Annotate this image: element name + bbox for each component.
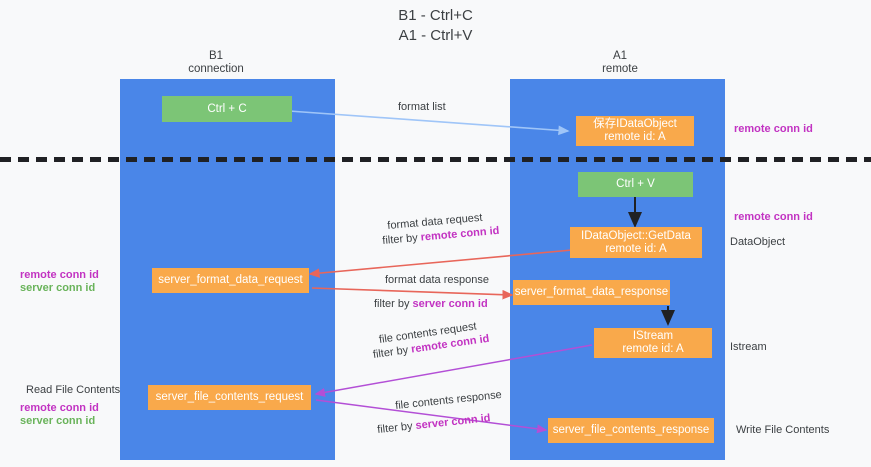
side-label-left-server-conn-id: server conn id: [20, 282, 96, 294]
node-dataobject-remote[interactable]: 保存IDataObject remote id: A: [576, 116, 694, 146]
edge-label-fmt-res-prefix: filter by: [374, 298, 413, 310]
lane-header-b1-bottom: connection: [188, 63, 244, 75]
node-ctrl-v-label: Ctrl + V: [616, 178, 655, 190]
title-line-2: A1 - Ctrl+V: [398, 27, 473, 44]
edge-label-fmt-req-prefix: filter by: [381, 231, 422, 248]
node-server-format-data-response[interactable]: server_format_data_response: [513, 280, 670, 305]
node-server-file-contents-request[interactable]: server_file_contents_request: [148, 385, 311, 410]
side-label-left-remote-conn-id: remote conn id: [20, 269, 99, 281]
edge-label-file-contents-response-line2: filter by server conn id: [377, 412, 491, 437]
node-getdata[interactable]: IDataObject::GetData remote id: A: [570, 227, 702, 258]
side-label-left-remote-conn-id-2: remote conn id: [20, 402, 99, 414]
node-server-format-data-response-label: server_format_data_response: [514, 286, 669, 298]
lane-header-a1-bottom: remote: [602, 63, 638, 75]
node-istream[interactable]: IStream remote id: A: [594, 328, 712, 358]
node-getdata-line1: IDataObject::GetData: [581, 229, 691, 242]
side-label-remote-conn-id-top: remote conn id: [734, 123, 813, 135]
node-istream-line2: remote id: A: [622, 343, 684, 355]
title-line-1: B1 - Ctrl+C: [398, 7, 473, 24]
node-ctrl-v[interactable]: Ctrl + V: [578, 172, 693, 197]
side-label-write-file-contents: Write File Contents: [736, 424, 830, 436]
section-divider: [0, 157, 871, 162]
side-label-istream: Istream: [730, 341, 767, 353]
node-getdata-line2: remote id: A: [605, 242, 667, 255]
node-istream-line1: IStream: [632, 330, 674, 342]
side-label-remote-conn-id-mid: remote conn id: [734, 211, 813, 223]
side-label-left-server-conn-id-2: server conn id: [20, 415, 96, 427]
lane-header-b1: B1 connection: [146, 50, 286, 76]
lane-header-a1-top: A1: [612, 50, 628, 62]
edge-label-file-contents-response-line1: file contents response: [394, 388, 503, 413]
edge-label-fmt-res-key: server conn id: [412, 298, 488, 310]
node-dataobject-remote-line1: 保存IDataObject: [593, 118, 677, 130]
edge-format-data-response: [311, 287, 514, 300]
page-title: B1 - Ctrl+C A1 - Ctrl+V: [0, 6, 871, 46]
lane-header-a1: A1 remote: [550, 50, 690, 76]
edge-label-file-res-prefix: filter by: [376, 420, 417, 437]
node-server-file-contents-request-label: server_file_contents_request: [155, 391, 304, 403]
node-dataobject-remote-line2: remote id: A: [604, 131, 666, 143]
side-label-dataobject: DataObject: [730, 236, 786, 248]
edge-label-format-data-response-line2: filter by server conn id: [374, 298, 488, 311]
node-server-file-contents-response-label: server_file_contents_response: [552, 424, 710, 436]
node-ctrl-c-label: Ctrl + C: [207, 102, 247, 115]
side-label-read-file-contents: Read File Contents: [26, 384, 121, 396]
edge-label-format-list: format list: [398, 101, 446, 113]
edge-label-file-req-prefix: filter by: [372, 343, 413, 362]
edge-label-format-data-response-line1: format data response: [385, 274, 489, 286]
node-ctrl-c[interactable]: Ctrl + C: [162, 96, 292, 122]
node-server-format-data-request-label: server_format_data_request: [158, 274, 303, 286]
edge-label-file-res-key: server conn id: [414, 412, 491, 432]
node-server-format-data-request[interactable]: server_format_data_request: [152, 268, 309, 293]
node-server-file-contents-response[interactable]: server_file_contents_response: [548, 418, 714, 443]
lane-header-b1-top: B1: [208, 50, 224, 62]
